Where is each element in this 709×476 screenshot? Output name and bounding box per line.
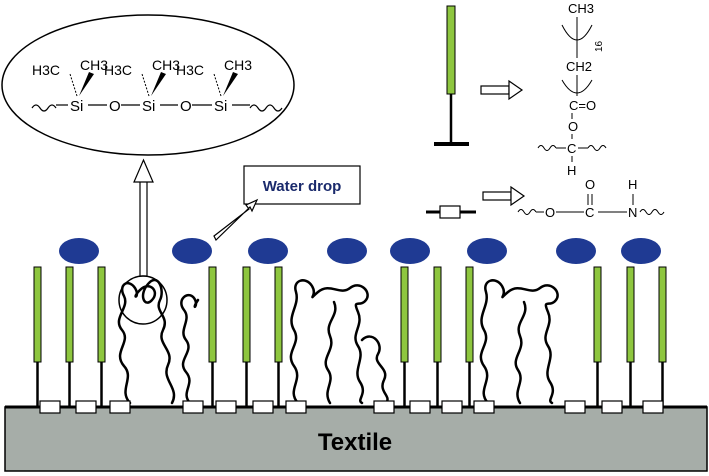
water-drop — [621, 238, 661, 264]
siloxane-coil — [360, 335, 389, 405]
siloxane-coil — [514, 300, 527, 405]
legend-urethane-linker — [426, 205, 476, 219]
stearate-structure: CH3 16 CH2 C=O O C H — [537, 1, 607, 178]
urethane-h-top: H — [628, 177, 637, 192]
urethane-anchor — [285, 400, 307, 414]
water-drop — [59, 238, 99, 264]
water-drop — [467, 238, 507, 264]
urethane-anchor — [75, 400, 97, 414]
stearate-repeat-count: 16 — [594, 40, 605, 52]
siloxane-structure: Si H3C CH3 O Si H3C CH3 O Si H3C CH3 — [31, 57, 283, 115]
water-drop — [248, 238, 288, 264]
si-atom-1: Si — [70, 98, 83, 115]
water-drop — [172, 238, 212, 264]
urethane-anchors — [39, 400, 664, 414]
siloxane-callout-ellipse — [1, 14, 295, 156]
water-drops — [59, 238, 661, 264]
urethane-anchor — [564, 400, 586, 414]
urethane-structure: O C O N H — [517, 177, 665, 220]
methyl-left-2: H3C — [104, 62, 132, 78]
water-drop — [327, 238, 367, 264]
urethane-o: O — [545, 205, 555, 220]
oxygen-1: O — [109, 98, 121, 115]
alkyl-chain — [433, 266, 442, 407]
textile-label: Textile — [318, 429, 392, 456]
si-atom-3: Si — [214, 98, 227, 115]
stearate-hydrogen: H — [567, 163, 576, 178]
methyl-left-3: H3C — [176, 62, 204, 78]
stearate-ester-o: O — [568, 119, 578, 134]
siloxane-coil — [324, 300, 337, 405]
urethane-anchor — [109, 400, 131, 414]
alkyl-chain — [97, 266, 106, 407]
water-drop-label-box — [243, 165, 361, 205]
alkyl-chain — [33, 266, 42, 407]
stearate-carbon: C — [567, 141, 576, 156]
siloxane-coil — [289, 279, 369, 405]
alkyl-chain — [626, 266, 635, 407]
urethane-anchor — [182, 400, 204, 414]
alkyl-chain — [274, 266, 283, 407]
urethane-anchor — [409, 400, 431, 414]
methyl-right-1: CH3 — [80, 57, 108, 73]
urethane-c: C — [585, 205, 594, 220]
alkyl-chain — [465, 266, 474, 407]
urethane-anchor — [601, 400, 623, 414]
urethane-anchor — [215, 400, 237, 414]
urethane-o-top: O — [585, 177, 595, 192]
urethane-anchor — [473, 400, 495, 414]
alkyl-chain — [242, 266, 251, 407]
alkyl-chain-brushes — [33, 266, 667, 407]
urethane-anchor — [39, 400, 61, 414]
methyl-right-2: CH3 — [152, 57, 180, 73]
alkyl-chain — [658, 266, 667, 407]
coil-zoom-circle — [118, 275, 168, 325]
siloxane-coil — [180, 293, 200, 405]
zoom-arrow-up — [133, 158, 154, 277]
urethane-anchor — [441, 400, 463, 414]
stearate-carbonyl: C=O — [569, 98, 596, 113]
methyl-right-3: CH3 — [224, 57, 252, 73]
alkyl-chain — [593, 266, 602, 407]
urethane-n: N — [628, 205, 637, 220]
methyl-left-1: H3C — [32, 62, 60, 78]
alkyl-chain — [208, 266, 217, 407]
si-atom-2: Si — [142, 98, 155, 115]
legend-arrow-2 — [482, 185, 526, 207]
water-drop-pointer-arrow — [213, 198, 259, 242]
siloxane-coil — [117, 278, 176, 405]
urethane-anchor — [252, 400, 274, 414]
oxygen-2: O — [180, 98, 192, 115]
urethane-anchor — [373, 400, 395, 414]
stearate-ch2: CH2 — [566, 59, 592, 74]
legend-arrow-1 — [480, 79, 524, 101]
legend-alkyl-chain — [434, 5, 469, 146]
water-drop — [390, 238, 430, 264]
stearate-ch3: CH3 — [568, 1, 594, 16]
alkyl-chain — [400, 266, 409, 407]
water-drop — [556, 238, 596, 264]
textile-substrate — [4, 406, 708, 472]
alkyl-chain — [65, 266, 74, 407]
urethane-anchor — [642, 400, 664, 414]
siloxane-coils — [117, 278, 559, 405]
water-drop-label: Water drop — [263, 178, 342, 195]
siloxane-coil — [479, 279, 559, 405]
